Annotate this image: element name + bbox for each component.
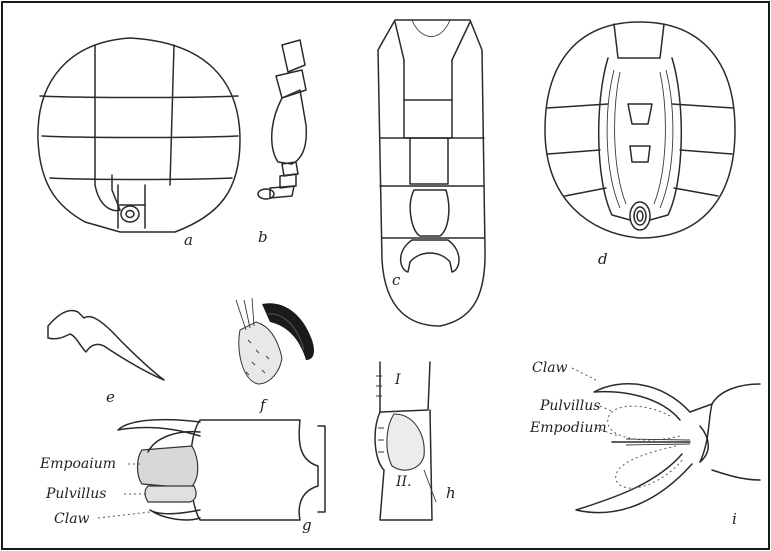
figure-label-e: e xyxy=(106,388,115,406)
callout-g-claw: Claw xyxy=(54,511,90,527)
leader-i-pulvillus xyxy=(600,406,614,412)
figure-label-g: g xyxy=(302,516,312,534)
segment-label-II: II. xyxy=(395,474,412,490)
figure-b-antenna xyxy=(258,40,306,199)
figure-label-b: b xyxy=(258,228,268,246)
callout-g-pulvillus: Pulvillus xyxy=(45,486,106,502)
leader-g-claw xyxy=(98,512,150,518)
leader-i-claw xyxy=(572,368,596,380)
figure-i-tarsus-end xyxy=(576,384,760,513)
figure-d-scale-ventral xyxy=(545,22,735,238)
figure-h-leg-segments xyxy=(375,362,436,520)
figure-label-h: h xyxy=(446,484,456,502)
callout-g-empodium: Empoaium xyxy=(39,456,116,472)
callout-i-pulvillus: Pulvillus xyxy=(539,398,600,414)
figure-f-leg-tip xyxy=(236,298,314,384)
figure-label-a: a xyxy=(184,231,193,249)
figure-g-tarsus xyxy=(118,420,325,520)
figure-a-scale-dorsal xyxy=(38,38,240,232)
figure-label-d: d xyxy=(598,250,608,268)
callout-i-empodium: Empodium xyxy=(529,420,607,436)
figure-label-f: f xyxy=(259,396,268,414)
figure-label-c: c xyxy=(392,271,401,289)
figure-e-claw xyxy=(48,311,164,380)
callout-i-claw: Claw xyxy=(532,360,568,376)
segment-label-I: I xyxy=(394,372,401,388)
figure-label-i: i xyxy=(732,510,737,528)
